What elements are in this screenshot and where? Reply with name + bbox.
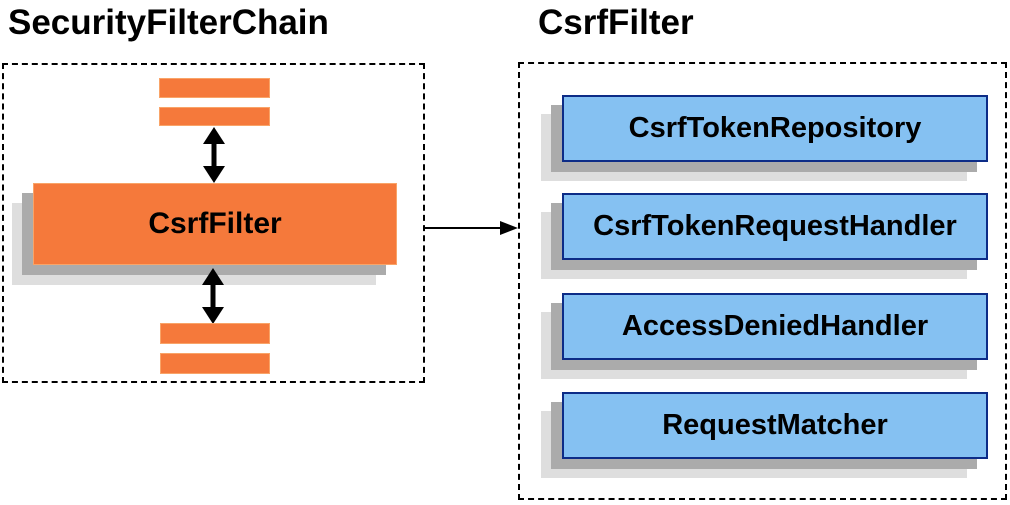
component-label: AccessDeniedHandler <box>621 310 929 342</box>
up-down-arrow-icon <box>202 268 224 324</box>
component-label: RequestMatcher <box>662 409 888 441</box>
csrf-filter-container <box>518 62 1007 500</box>
filter-placeholder-bar <box>159 107 270 126</box>
component-box-access-denied-handler: AccessDeniedHandler <box>562 293 988 360</box>
security-filter-chain-container <box>2 63 425 383</box>
right-arrow-icon <box>424 221 518 235</box>
filter-placeholder-bar <box>159 78 270 98</box>
filter-placeholder-bar <box>160 353 270 374</box>
csrf-filter-box-label: CsrfFilter <box>148 207 282 240</box>
security-filter-chain-title: SecurityFilterChain <box>8 3 329 42</box>
component-box-csrf-token-repository: CsrfTokenRepository <box>562 95 988 162</box>
csrf-filter-title: CsrfFilter <box>538 3 694 42</box>
component-box-csrf-token-request-handler: CsrfTokenRequestHandler <box>562 193 988 260</box>
component-box-request-matcher: RequestMatcher <box>562 392 988 459</box>
csrf-filter-box: CsrfFilter <box>33 183 397 265</box>
component-label: CsrfTokenRequestHandler <box>593 210 957 242</box>
component-label: CsrfTokenRepository <box>628 112 922 144</box>
up-down-arrow-icon <box>203 127 225 183</box>
filter-placeholder-bar <box>160 323 270 344</box>
